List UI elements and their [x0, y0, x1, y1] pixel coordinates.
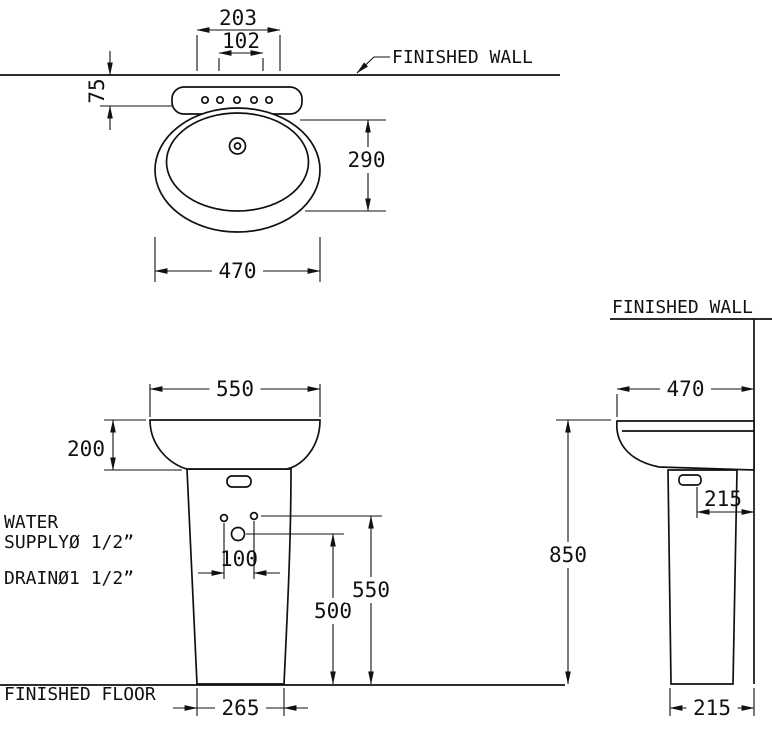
- finished-floor-label: FINISHED FLOOR: [4, 684, 156, 705]
- finished-wall-label-side: FINISHED WALL: [612, 297, 753, 318]
- drain-label: DRAINØ1 1/2”: [4, 568, 134, 589]
- dim-supply-height: 550: [261, 515, 397, 685]
- dim-290-text: 290: [348, 148, 386, 172]
- front-view-dimensions: 550 200 100 500 550: [4, 376, 397, 721]
- side-view: [610, 318, 772, 685]
- drain-hole: [230, 526, 246, 542]
- trap-cover-front: [226, 475, 252, 488]
- dim-text-background: [660, 376, 711, 402]
- dim-text-background: [215, 695, 266, 721]
- water-supply-hole-right: [249, 511, 259, 521]
- deck-hole-3: [232, 95, 242, 105]
- dim-215-lower-text: 215: [693, 696, 731, 720]
- dim-hole-spacing-inner: 102: [218, 29, 264, 71]
- bowl-front-outline: [149, 419, 321, 470]
- dim-hole-spacing-outer: 203: [196, 6, 281, 71]
- dim-drain-wall-offset: 215: [696, 487, 755, 518]
- dim-basin-depth-side: 470: [616, 376, 755, 417]
- pedestal-front-outline: [186, 468, 292, 685]
- basin-outer-outline: [154, 107, 321, 233]
- top-view: [0, 74, 560, 233]
- dim-550-height-text: 550: [352, 578, 390, 602]
- water-supply-hole-left: [219, 513, 229, 523]
- trap-cover-side: [678, 474, 702, 486]
- dim-basin-width-top: 470: [154, 237, 321, 284]
- dim-75-text: 75: [85, 78, 109, 103]
- dim-text-background: [686, 695, 738, 721]
- dim-basin-depth-top: 290: [300, 119, 392, 212]
- dim-470-side-text: 470: [667, 377, 705, 401]
- dim-102-text: 102: [222, 29, 260, 53]
- deck-hole-2: [215, 95, 225, 105]
- dim-pedestal-base-width: 265: [173, 688, 308, 721]
- dim-text-background: [345, 577, 397, 603]
- finished-wall-leader-line: [356, 56, 390, 74]
- dim-203-text: 203: [219, 6, 257, 30]
- front-view: [0, 419, 565, 686]
- dim-basin-width-front: 550: [149, 376, 321, 417]
- dim-265-text: 265: [222, 696, 260, 720]
- top-view-dimensions: FINISHED WALL 203 102 75 2: [85, 6, 533, 284]
- deck-hole-4: [249, 95, 259, 105]
- deck-hole-1: [200, 95, 210, 105]
- dim-470-top-text: 470: [219, 259, 257, 283]
- dim-rim-height: 850: [542, 419, 611, 685]
- dim-215-upper-text: 215: [704, 487, 742, 511]
- dim-200-text: 200: [67, 437, 105, 461]
- side-view-dimensions: FINISHED WALL 470 850 215 215: [542, 297, 755, 721]
- dim-850-text: 850: [549, 543, 587, 567]
- pedestal-side-outline: [667, 469, 738, 685]
- faucet-hole-outer: [228, 137, 247, 155]
- dim-text-background: [341, 147, 392, 173]
- dim-text-background: [212, 258, 263, 284]
- dim-100-text: 100: [220, 547, 258, 571]
- dim-basin-height: 200: [67, 419, 182, 471]
- dim-550-width-text: 550: [216, 377, 254, 401]
- basin-inner-outline: [165, 112, 310, 212]
- faucet-hole-inner: [233, 142, 242, 150]
- deck-hole-5: [264, 95, 274, 105]
- finished-wall-label-top: FINISHED WALL: [392, 47, 533, 68]
- dim-wall-offset: 75: [85, 51, 172, 130]
- dim-pedestal-base-depth: 215: [669, 688, 755, 721]
- dim-text-background: [542, 542, 594, 568]
- bowl-side-outline: [616, 420, 755, 471]
- water-supply-label-line1: WATER: [4, 512, 58, 533]
- water-supply-label-line2: SUPPLYØ 1/2”: [4, 532, 134, 553]
- dim-text-background: [209, 376, 261, 402]
- dim-supply-spacing: 100: [198, 521, 280, 579]
